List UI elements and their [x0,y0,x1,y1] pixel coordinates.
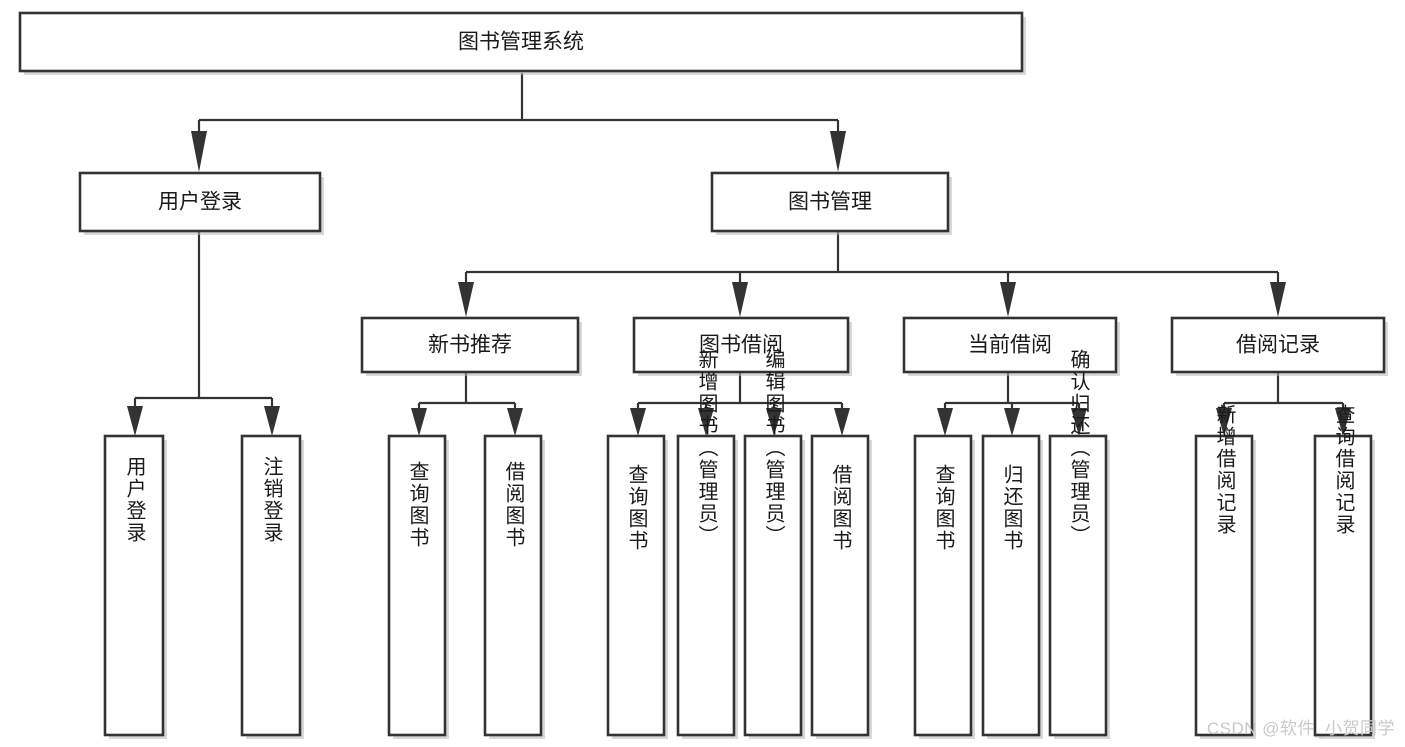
node-new-book-recommend[interactable]: 新书推荐 [360,316,582,376]
arrow-head-borrowrecord-leaf-1 [1216,408,1232,436]
current-borrow-box [902,316,1118,374]
leaf-currentborrow-confirm-return[interactable]: 确认归还（管理员） [1048,349,1110,739]
leaf-bookborrow-query-book[interactable]: 查询图书 [606,434,668,739]
leaf-bookborrow-4-box [810,434,870,737]
root-label: 图书管理系统 [458,31,584,54]
node-book-borrow[interactable]: 图书借阅 [632,316,852,376]
book-borrow-box [632,316,850,374]
arrow-head-borrow-record [1270,282,1286,317]
arrow-head-currentborrow-leaf-2 [1004,408,1020,436]
leaf-bookborrow-add-book[interactable]: 新增图书（管理员） [676,349,738,739]
borrow-record-box [1170,316,1386,374]
arrow-head-newbook-leaf-1 [411,408,427,436]
leaf-currentborrow-query-book[interactable]: 查询图书 [913,434,975,739]
root-box [18,11,1024,73]
current-borrow-label: 当前借阅 [968,334,1052,357]
arrow-head-new-book [458,282,474,317]
leaf-bookborrow-2-box [676,434,736,737]
leaf-user-login[interactable]: 用户登录 [103,434,167,739]
connector-layer [127,73,1351,436]
leaf-currentborrow-1-box [913,434,973,737]
arrow-head-newbook-leaf-2 [507,408,523,436]
leaf-newbook-2-box [483,434,543,737]
arrow-head-borrowrecord-leaf-2 [1335,408,1351,436]
leaf-currentborrow-3-box [1048,434,1108,737]
arrow-head-book-borrow [732,282,748,317]
arrow-head-book-manage [830,131,846,172]
leaf-bookborrow-1-label: 查询图书 [625,464,648,552]
leaf-borrowrecord-2-label: 查询借阅记录 [1332,404,1355,536]
node-root[interactable]: 图书管理系统 [18,11,1026,75]
leaf-newbook-1-box [387,434,447,737]
node-user-login[interactable]: 用户登录 [78,171,324,235]
leaf-newbook-borrow-book[interactable]: 借阅图书 [483,434,545,739]
leaf-bookborrow-3-box [743,434,803,737]
leaf-bookborrow-4-label: 借阅图书 [829,464,852,552]
leaf-currentborrow-return-book[interactable]: 归还图书 [981,434,1043,739]
new-book-box [360,316,580,374]
arrow-head-user-login [191,131,207,172]
leaf-user-login-label: 用户登录 [123,456,146,544]
arrow-head-leaf-user-login [127,406,143,436]
leaf-currentborrow-3-label: 确认归还（管理员） [1067,349,1090,547]
node-current-borrow[interactable]: 当前借阅 [902,316,1120,376]
leaf-bookborrow-2-label: 新增图书（管理员） [695,349,718,547]
leaf-newbook-query-book[interactable]: 查询图书 [387,434,449,739]
leaf-bookborrow-3-label: 编辑图书（管理员） [762,349,785,547]
leaf-borrowrecord-1-label: 新增借阅记录 [1213,404,1236,536]
node-book-manage[interactable]: 图书管理 [710,171,952,235]
leaf-borrowrecord-1-box [1194,434,1254,737]
leaf-borrowrecord-2-box [1313,434,1373,737]
leaf-currentborrow-2-label: 归还图书 [1000,464,1023,552]
leaf-currentborrow-1-label: 查询图书 [932,464,955,552]
user-login-label: 用户登录 [158,191,242,214]
leaf-logout-box [240,434,302,737]
leaf-bookborrow-1-box [606,434,666,737]
leaf-borrowrecord-add-record[interactable]: 新增借阅记录 [1194,404,1256,739]
arrow-head-currentborrow-leaf-3 [1071,408,1087,436]
leaf-bookborrow-borrow-book[interactable]: 借阅图书 [810,434,872,739]
borrow-record-label: 借阅记录 [1236,334,1320,357]
new-book-label: 新书推荐 [428,334,512,357]
leaf-borrowrecord-query-record[interactable]: 查询借阅记录 [1313,404,1375,739]
arrow-head-currentborrow-leaf-1 [937,408,953,436]
leaf-newbook-1-label: 查询图书 [406,461,429,549]
arrow-head-bookborrow-leaf-3 [766,408,782,436]
node-borrow-record[interactable]: 借阅记录 [1170,316,1388,376]
book-manage-label: 图书管理 [788,191,872,214]
arrow-head-bookborrow-leaf-1 [630,408,646,436]
leaf-logout[interactable]: 注销登录 [240,434,304,739]
user-login-box [78,171,322,233]
leaf-logout-label: 注销登录 [260,456,283,544]
book-manage-box [710,171,950,233]
leaf-bookborrow-edit-book[interactable]: 编辑图书（管理员） [743,349,805,739]
leaf-currentborrow-2-box [981,434,1041,737]
arrow-head-bookborrow-leaf-4 [834,408,850,436]
arrow-head-bookborrow-leaf-2 [698,408,714,436]
arrow-head-leaf-logout [264,406,280,436]
arrow-head-current-borrow [1000,282,1016,317]
leaf-newbook-2-label: 借阅图书 [502,461,525,549]
book-borrow-label: 图书借阅 [699,334,783,357]
leaf-user-login-box [103,434,165,737]
